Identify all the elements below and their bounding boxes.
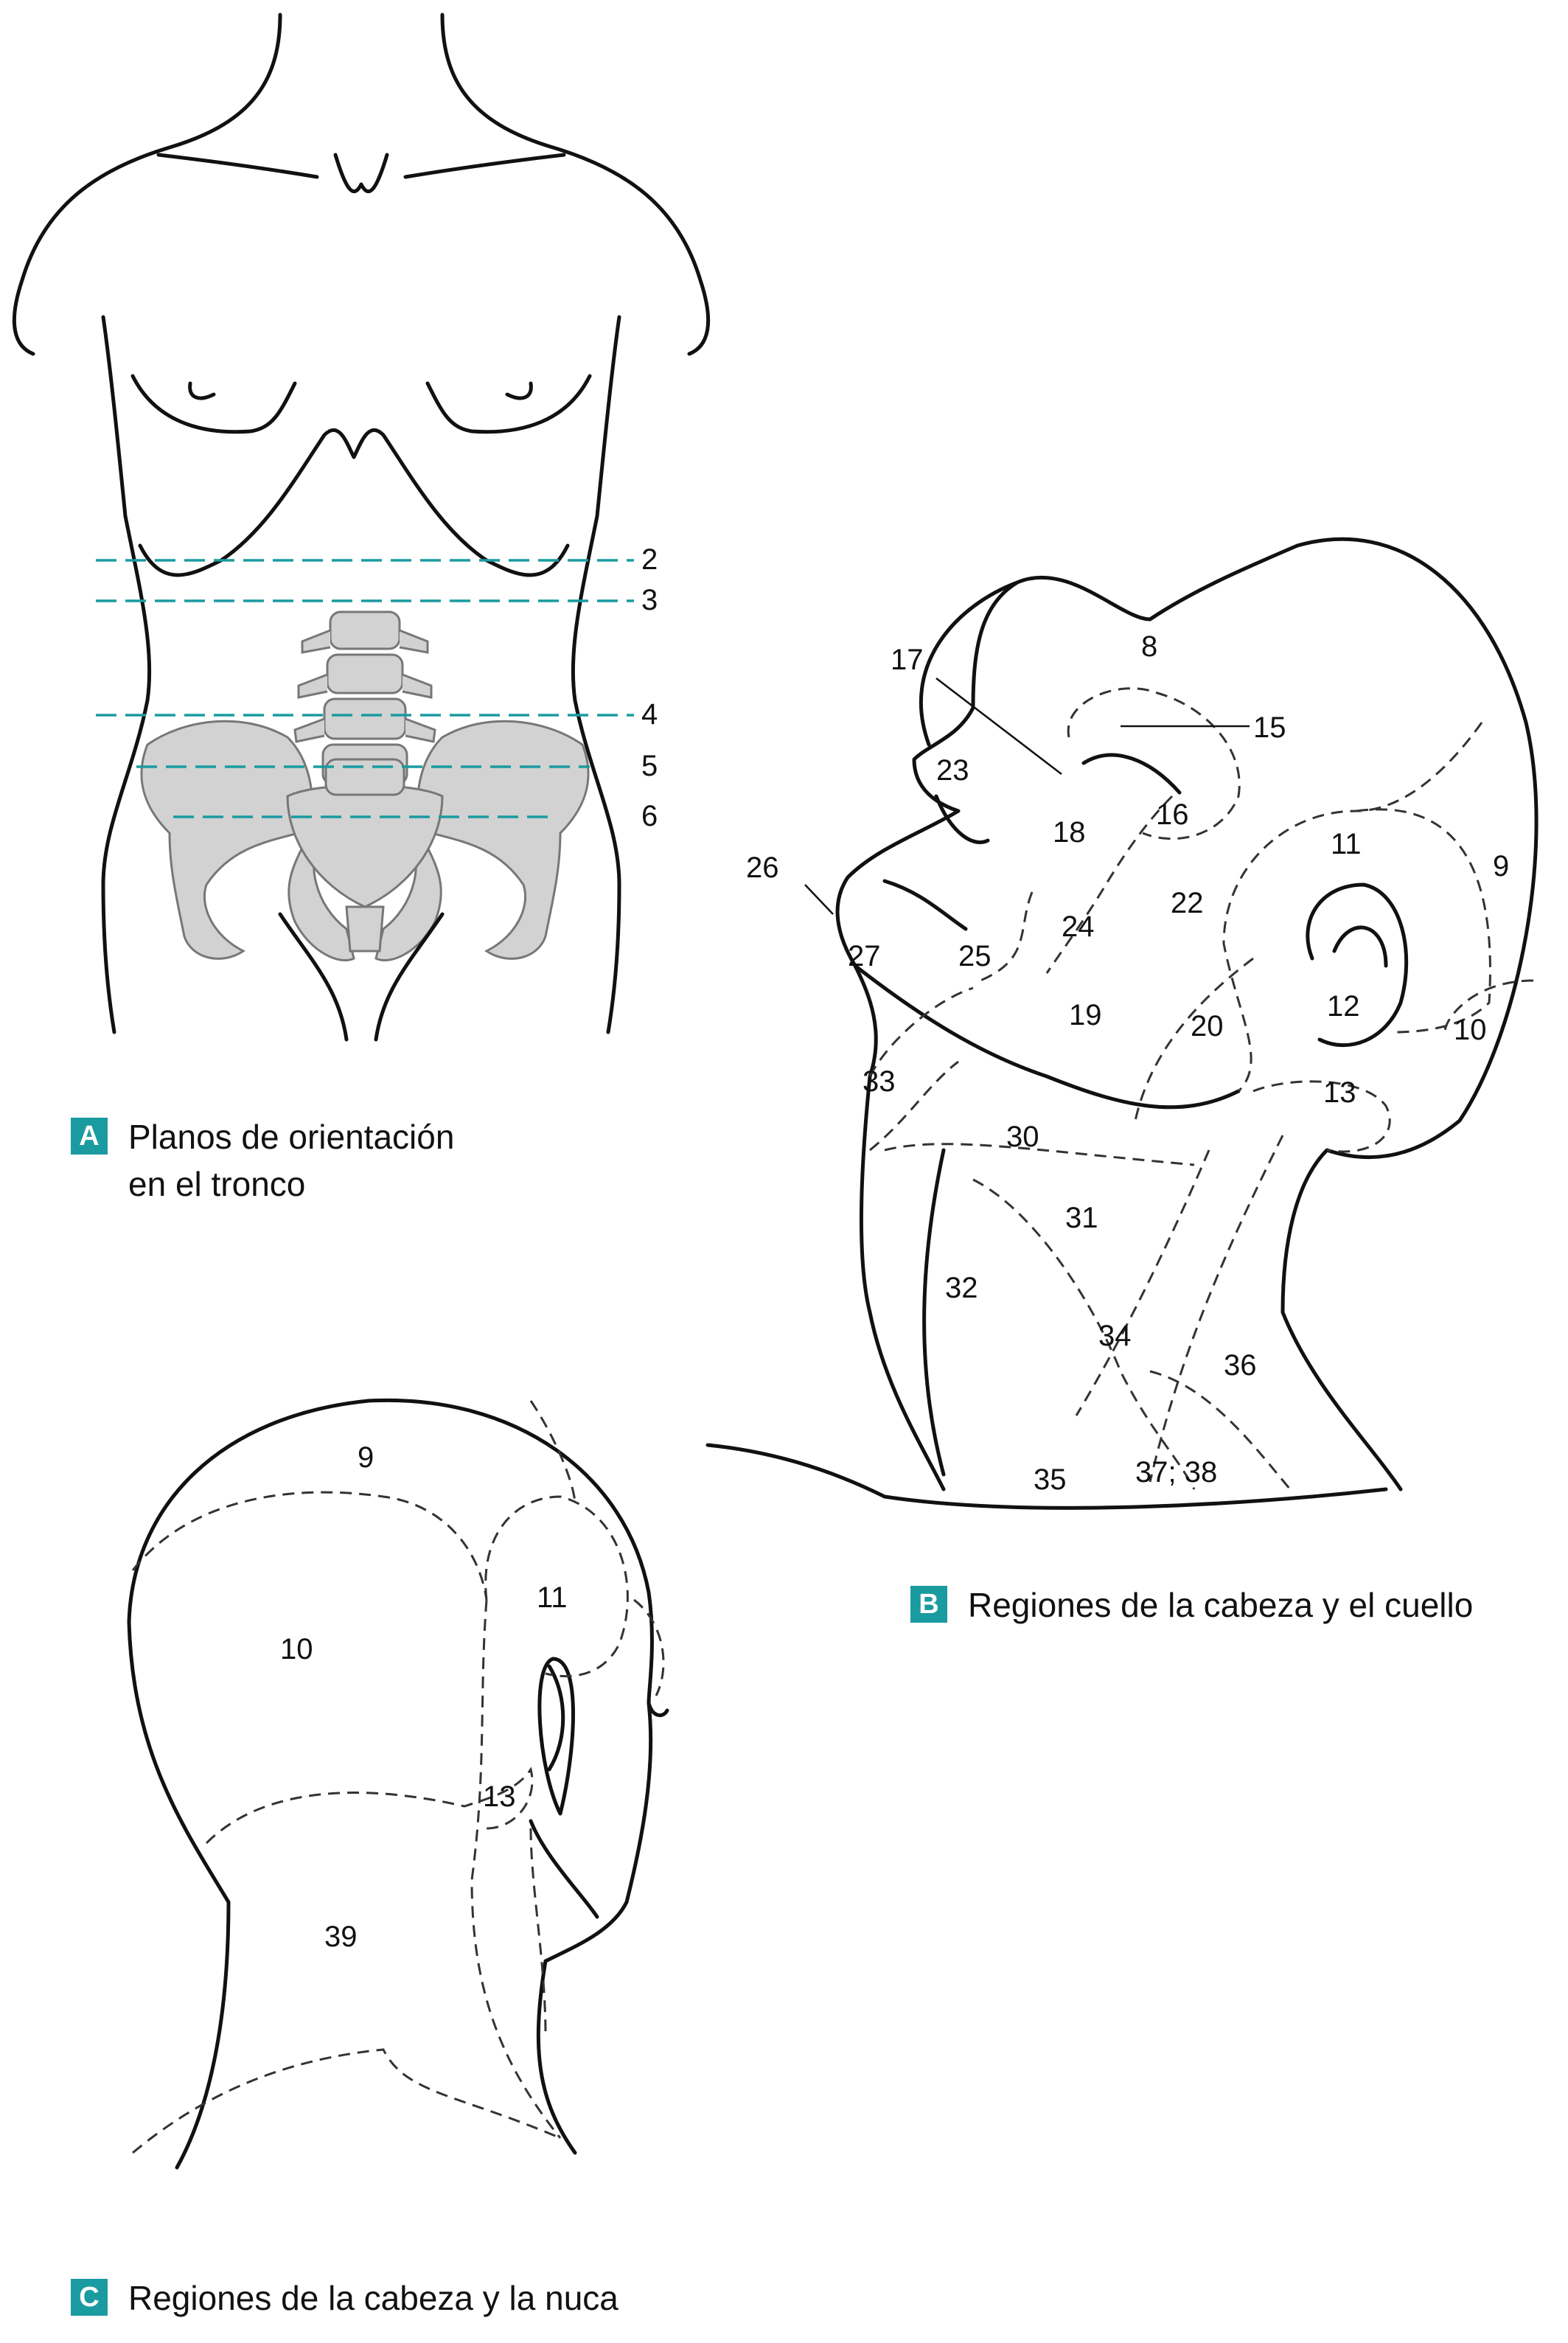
c-region-label-13: 13 bbox=[483, 1780, 516, 1813]
face-profile bbox=[835, 580, 1020, 1491]
c-region-label-9: 9 bbox=[358, 1441, 374, 1474]
plane-label-4: 4 bbox=[641, 698, 658, 731]
plane-label-5: 5 bbox=[641, 750, 658, 782]
inguinal-left bbox=[278, 912, 349, 1042]
caption-a-line1: Planos de orientación bbox=[128, 1118, 455, 1156]
c-region-label-11: 11 bbox=[537, 1581, 568, 1614]
leader-26 bbox=[804, 884, 834, 915]
shoulder-line bbox=[705, 1443, 1388, 1510]
plane-label-2: 2 bbox=[641, 543, 658, 576]
region-label-13: 13 bbox=[1323, 1076, 1356, 1109]
caption-a-line2: en el tronco bbox=[128, 1165, 306, 1203]
neck-right bbox=[536, 1959, 577, 2155]
vertebra-2 bbox=[326, 653, 404, 694]
region-label-12: 12 bbox=[1327, 990, 1360, 1023]
head-outline bbox=[919, 537, 1539, 1491]
jaw-line bbox=[853, 964, 1241, 1110]
mouth-line bbox=[882, 879, 968, 931]
region-label-22: 22 bbox=[1171, 887, 1204, 919]
caption-a-text: Planos de orientación en el tronco bbox=[128, 1113, 454, 1208]
region-label-34: 34 bbox=[1098, 1320, 1132, 1352]
left-neck-line bbox=[12, 13, 282, 356]
region-label-9: 9 bbox=[1493, 850, 1509, 882]
ear-c-inner bbox=[547, 1664, 565, 1772]
figure-c-back-head: 9 11 10 13 39 bbox=[127, 1398, 669, 2170]
ear-inner bbox=[1332, 925, 1388, 968]
badge-b: B bbox=[910, 1586, 947, 1623]
jugular-notch bbox=[333, 153, 389, 194]
dash-eye-region bbox=[1067, 687, 1241, 840]
left-nipple bbox=[188, 381, 216, 400]
eye-left bbox=[1081, 753, 1182, 795]
cheek-line bbox=[543, 1701, 653, 1963]
neck-front bbox=[922, 1148, 946, 1477]
region-label-23: 23 bbox=[936, 754, 969, 787]
region-label-26: 26 bbox=[746, 852, 779, 884]
region-label-20: 20 bbox=[1191, 1010, 1224, 1042]
region-label-19: 19 bbox=[1069, 999, 1102, 1031]
ear-c bbox=[537, 1657, 575, 1816]
inguinal-right bbox=[374, 912, 445, 1042]
region-label-36: 36 bbox=[1224, 1349, 1257, 1382]
caption-b: B Regiones de la cabeza y el cuello bbox=[910, 1581, 1473, 1629]
plane-label-6: 6 bbox=[641, 800, 658, 832]
right-flank bbox=[571, 315, 621, 1034]
vertebra-5 bbox=[324, 758, 405, 796]
leader-17 bbox=[935, 678, 1062, 775]
pelvis-skeleton bbox=[140, 610, 590, 962]
dash-boundaries-b bbox=[868, 722, 1534, 1490]
region-label-32: 32 bbox=[945, 1272, 978, 1304]
ear-outline bbox=[1306, 882, 1409, 1048]
region-label-11: 11 bbox=[1331, 828, 1362, 860]
region-label-25: 25 bbox=[958, 940, 992, 972]
badge-a: A bbox=[71, 1118, 108, 1155]
dash-boundaries-c bbox=[131, 1400, 665, 2154]
nostril bbox=[934, 794, 990, 844]
skull-outline bbox=[127, 1398, 669, 1904]
left-flank bbox=[101, 315, 152, 1034]
region-label-33: 33 bbox=[863, 1065, 896, 1098]
region-label-18: 18 bbox=[1053, 816, 1086, 849]
region-label-31: 31 bbox=[1065, 1202, 1098, 1234]
vertebra-1 bbox=[329, 610, 401, 650]
region-label-27: 27 bbox=[848, 940, 881, 972]
region-label-37-38: 37; 38 bbox=[1135, 1456, 1217, 1489]
region-label-30: 30 bbox=[1006, 1121, 1039, 1153]
lumbar-spine bbox=[293, 610, 436, 796]
clavicle-left bbox=[156, 153, 319, 179]
jaw-c bbox=[529, 1819, 599, 1919]
caption-c-text: Regiones de la cabeza y la nuca bbox=[128, 2279, 619, 2317]
region-label-17: 17 bbox=[891, 644, 924, 676]
region-label-16: 16 bbox=[1156, 798, 1189, 831]
region-label-10: 10 bbox=[1454, 1014, 1487, 1046]
region-label-24: 24 bbox=[1062, 911, 1095, 943]
figure-b-head-neck: 8 17 15 23 16 18 11 9 26 22 24 27 25 12 … bbox=[705, 537, 1539, 1510]
vertebra-3 bbox=[323, 697, 407, 740]
right-neck-line bbox=[440, 13, 711, 356]
right-nipple bbox=[505, 381, 533, 400]
region-label-15: 15 bbox=[1253, 711, 1286, 744]
costal-arch bbox=[138, 428, 570, 577]
region-boundaries bbox=[868, 687, 1534, 1490]
c-region-label-39: 39 bbox=[324, 1921, 358, 1953]
neck-left bbox=[175, 1900, 231, 2170]
orientation-planes: 2 3 4 5 6 bbox=[96, 543, 658, 832]
pubic-symphysis bbox=[345, 905, 385, 953]
caption-c: C Regiones de la cabeza y la nuca bbox=[71, 2274, 619, 2322]
region-label-8: 8 bbox=[1141, 630, 1157, 663]
right-breast bbox=[425, 374, 592, 434]
left-breast bbox=[130, 374, 297, 434]
transverse-processes bbox=[293, 629, 436, 743]
plane-label-3: 3 bbox=[641, 584, 658, 616]
badge-c: C bbox=[71, 2279, 108, 2316]
c-region-label-10: 10 bbox=[280, 1633, 313, 1665]
caption-a: A Planos de orientación en el tronco bbox=[71, 1113, 454, 1208]
caption-b-text: Regiones de la cabeza y el cuello bbox=[968, 1586, 1474, 1624]
region-label-35: 35 bbox=[1034, 1463, 1067, 1496]
figure-a-torso bbox=[12, 13, 711, 1042]
clavicle-right bbox=[403, 153, 566, 179]
